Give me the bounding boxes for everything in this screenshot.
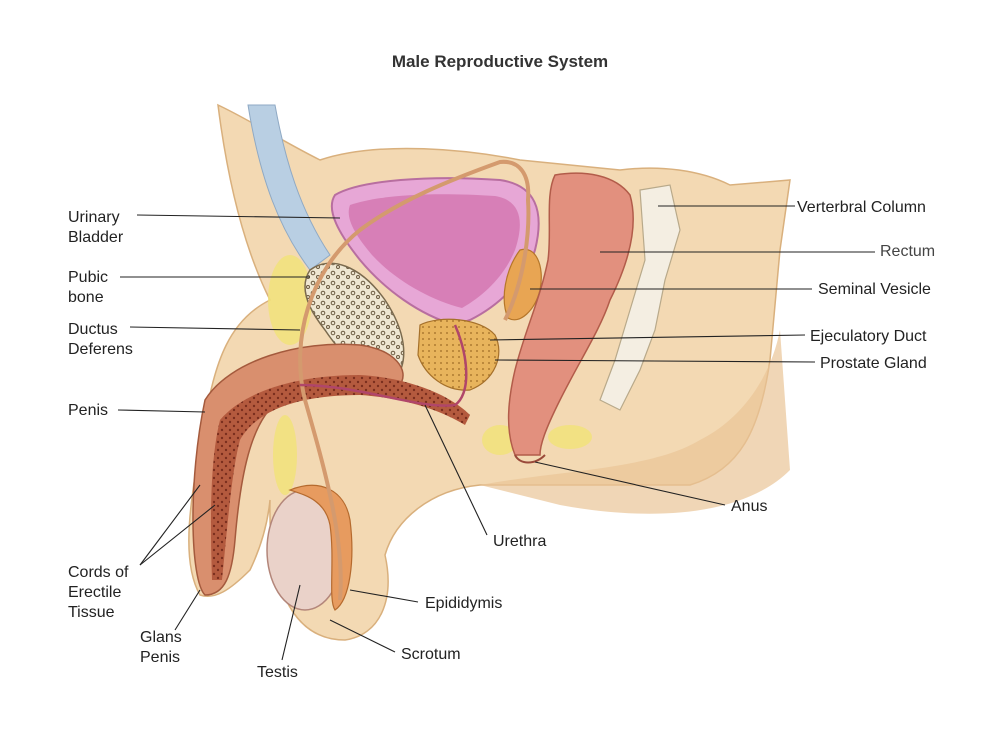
- label-testis: Testis: [257, 664, 298, 681]
- leader-urinary-bladder: [136, 214, 341, 219]
- prostate-gland: [417, 318, 500, 391]
- label-glans-penis: Glans Penis: [140, 629, 182, 666]
- label-anus: Anus: [731, 498, 768, 515]
- label-urethra: Urethra: [493, 533, 547, 550]
- fat-deposit-4: [548, 425, 592, 449]
- leader-anus: [534, 461, 726, 506]
- label-vertebral-column: Verterbral Column: [797, 199, 926, 216]
- label-ejaculatory-duct: Ejeculatory Duct: [810, 328, 927, 345]
- leader-penis: [117, 409, 206, 413]
- bladder-lining: [348, 194, 520, 308]
- leader-cords-1: [139, 484, 201, 566]
- anus-region: [514, 454, 546, 464]
- rectum: [507, 172, 634, 456]
- urethra-tube: [299, 324, 468, 407]
- leader-ejaculatory: [489, 334, 806, 341]
- leader-testis: [281, 584, 301, 661]
- diagram-title: Male Reproductive System: [391, 52, 609, 71]
- leader-cords-2: [139, 504, 216, 566]
- ductus-deferens: [298, 159, 531, 601]
- fat-deposit-2: [273, 415, 297, 495]
- leader-urethra: [424, 404, 488, 536]
- ligament: [247, 104, 331, 271]
- label-cords-erectile: Cords of Erectile Tissue: [68, 564, 129, 621]
- label-epididymis: Epididymis: [425, 595, 503, 612]
- leader-epididymis: [349, 589, 419, 603]
- label-penis: Penis: [68, 402, 109, 419]
- label-seminal-vesicle: Seminal Vesicle: [818, 281, 931, 298]
- label-pubic-bone: Pubic bone: [68, 269, 109, 306]
- leader-prostate: [494, 359, 816, 363]
- label-ductus-deferens: Ductus Deferens: [68, 321, 133, 358]
- leader-ductus-deferens: [129, 326, 301, 331]
- leader-scrotum: [329, 619, 396, 653]
- fat-deposit-1: [268, 255, 312, 345]
- label-prostate-gland: Prostate Gland: [820, 355, 927, 372]
- vertebral-column: [599, 184, 681, 411]
- buttock-shading: [480, 330, 790, 514]
- label-scrotum: Scrotum: [401, 646, 461, 663]
- label-urinary-bladder: Urinary Bladder: [68, 209, 124, 246]
- leader-lines: [117, 205, 875, 661]
- leader-glans: [174, 589, 201, 631]
- label-rectum: Rectum: [880, 243, 936, 260]
